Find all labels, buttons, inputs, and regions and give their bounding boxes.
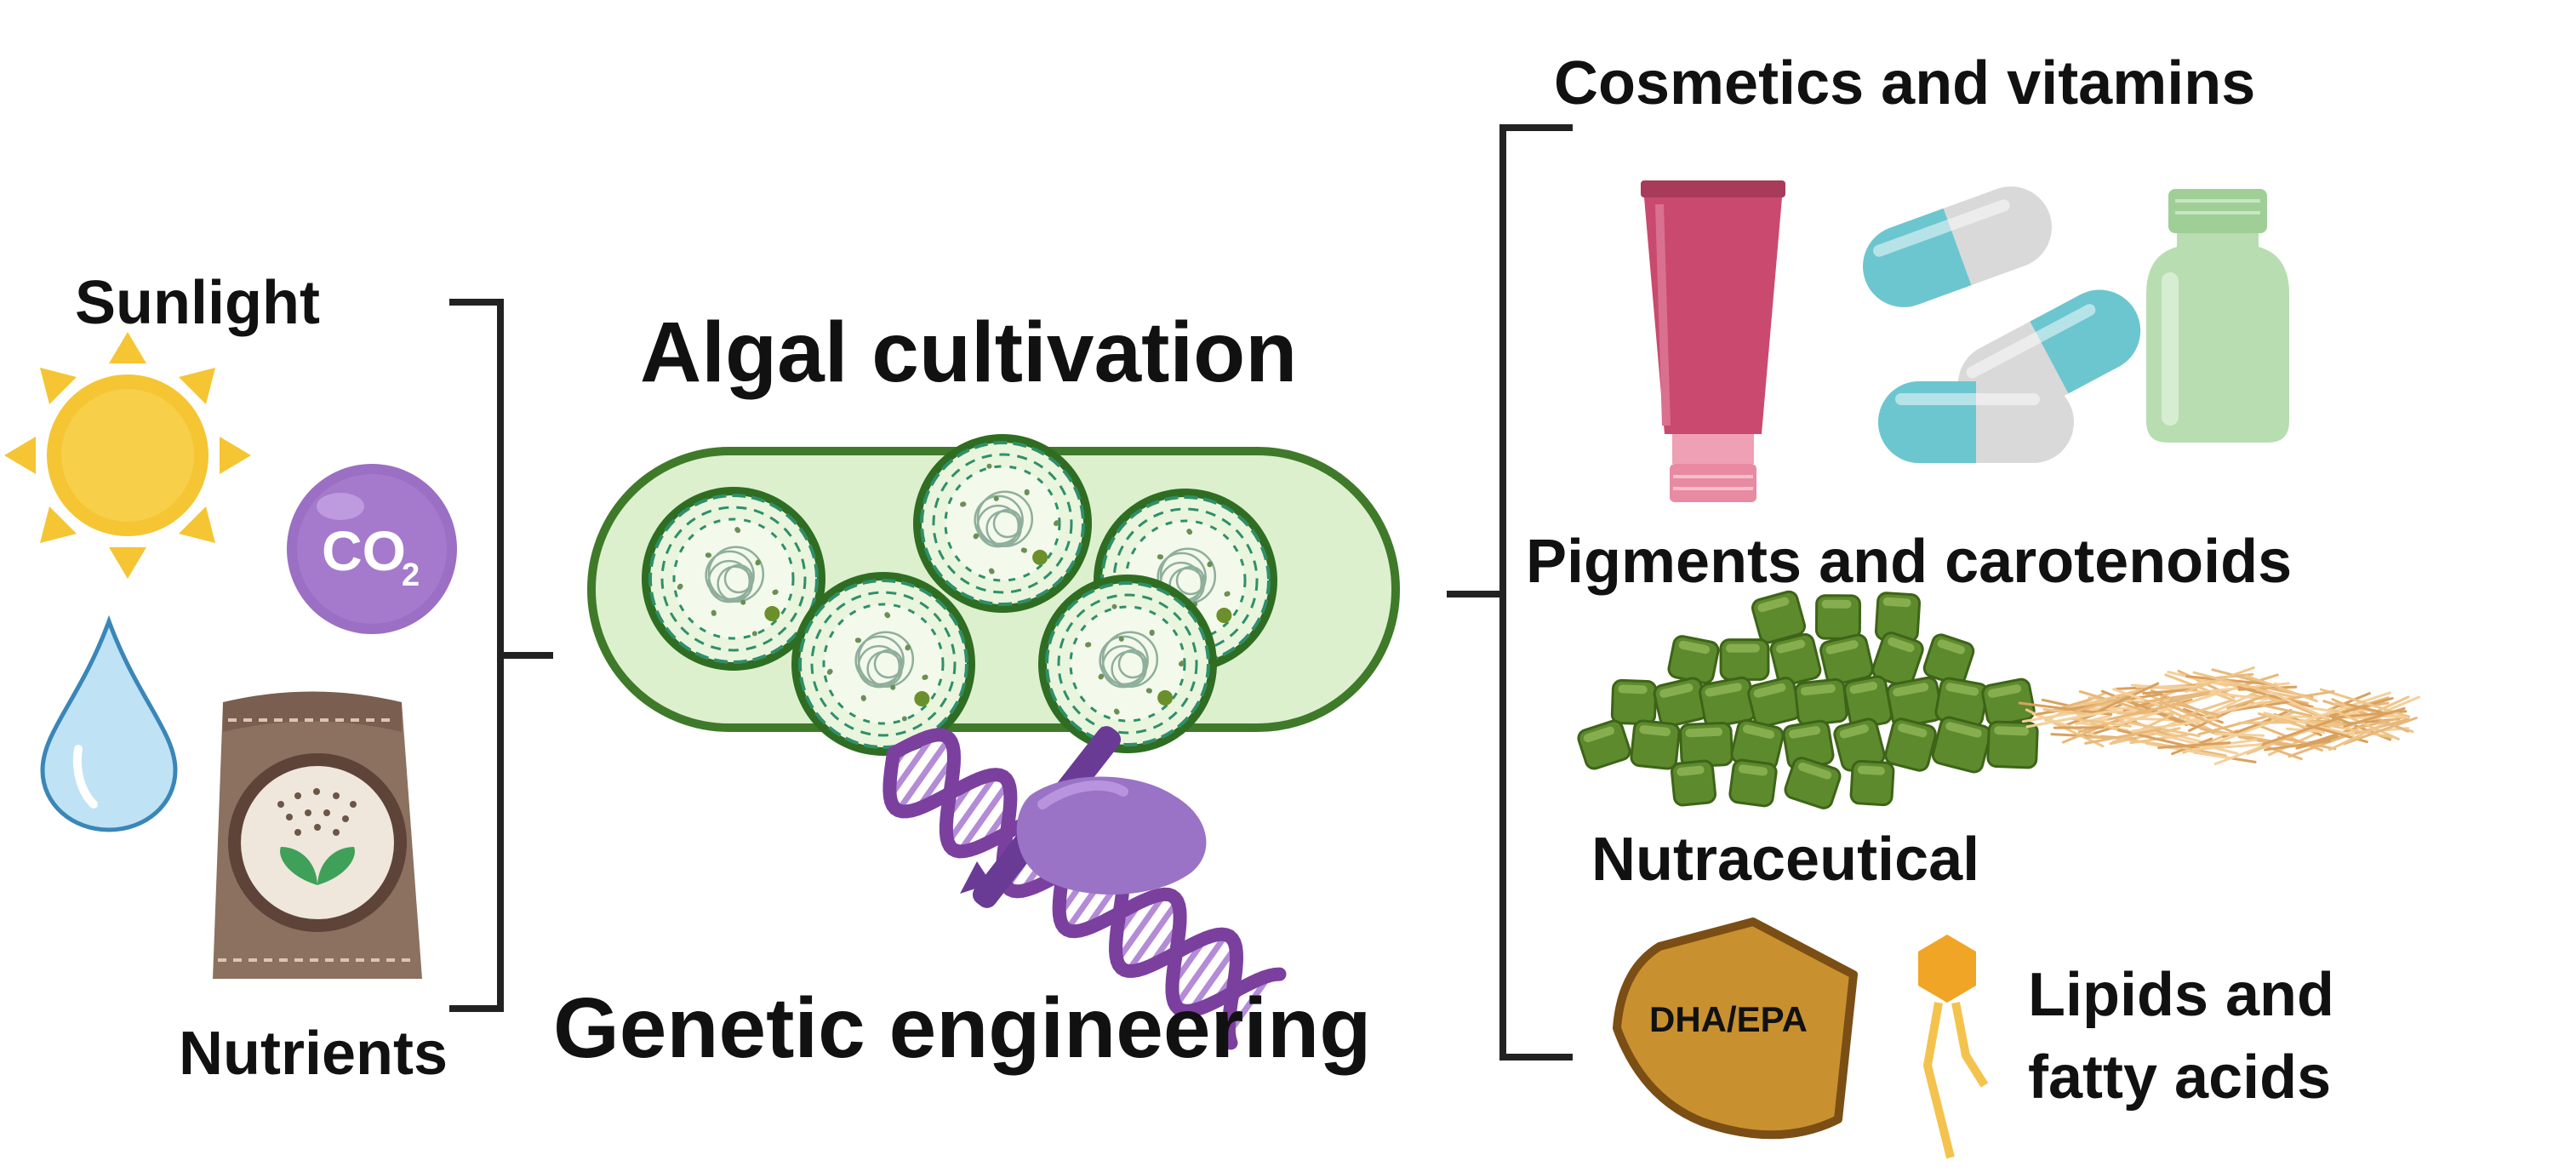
genetic-engineering-title: Genetic engineering [553,980,1371,1076]
dha-epa-label: DHA/EPA [1649,999,1808,1039]
cosmetic-tube-icon [1641,180,1785,502]
algal-cell-icon [913,434,1092,613]
algal-cell-icon [642,487,825,671]
co2-subscript: 2 [402,557,420,593]
algal-cell-icon [791,572,975,756]
products-bracket [1447,124,1573,1061]
sunlight-label: Sunlight [75,269,320,337]
co2-label: CO [322,519,406,582]
vitamin-bottle-icon [2146,189,2289,443]
cosmetics-vitamins-label: Cosmetics and vitamins [1554,49,2255,117]
dha-epa-pentagon-icon [1613,918,1858,1140]
nutraceutical-label: Nutraceutical [1591,826,1979,894]
spirulina-pellets-icon [1577,590,2039,809]
hand-with-pen-icon [960,726,1207,908]
nutrients-label: Nutrients [179,1020,448,1088]
co2-icon [287,464,457,634]
algal-cell-icon [1038,575,1217,753]
lipid-molecule-icon [1918,935,1989,1159]
lipids-label-line2: fatty acids [2028,1043,2331,1112]
sun-icon [4,332,251,579]
inputs-bracket [449,299,553,1012]
nutrient-bag-icon [213,691,422,979]
capsule-icon [1878,381,2074,463]
pigments-carotenoids-label: Pigments and carotenoids [1526,528,2292,596]
algal-cells-group [642,434,1277,756]
algal-cultivation-title: Algal cultivation [640,305,1297,400]
capsule-icon [1863,186,2052,307]
carotenoid-fibers-icon [2018,666,2421,765]
water-drop-icon [40,615,178,832]
lipids-label-line1: Lipids and [2028,961,2334,1029]
